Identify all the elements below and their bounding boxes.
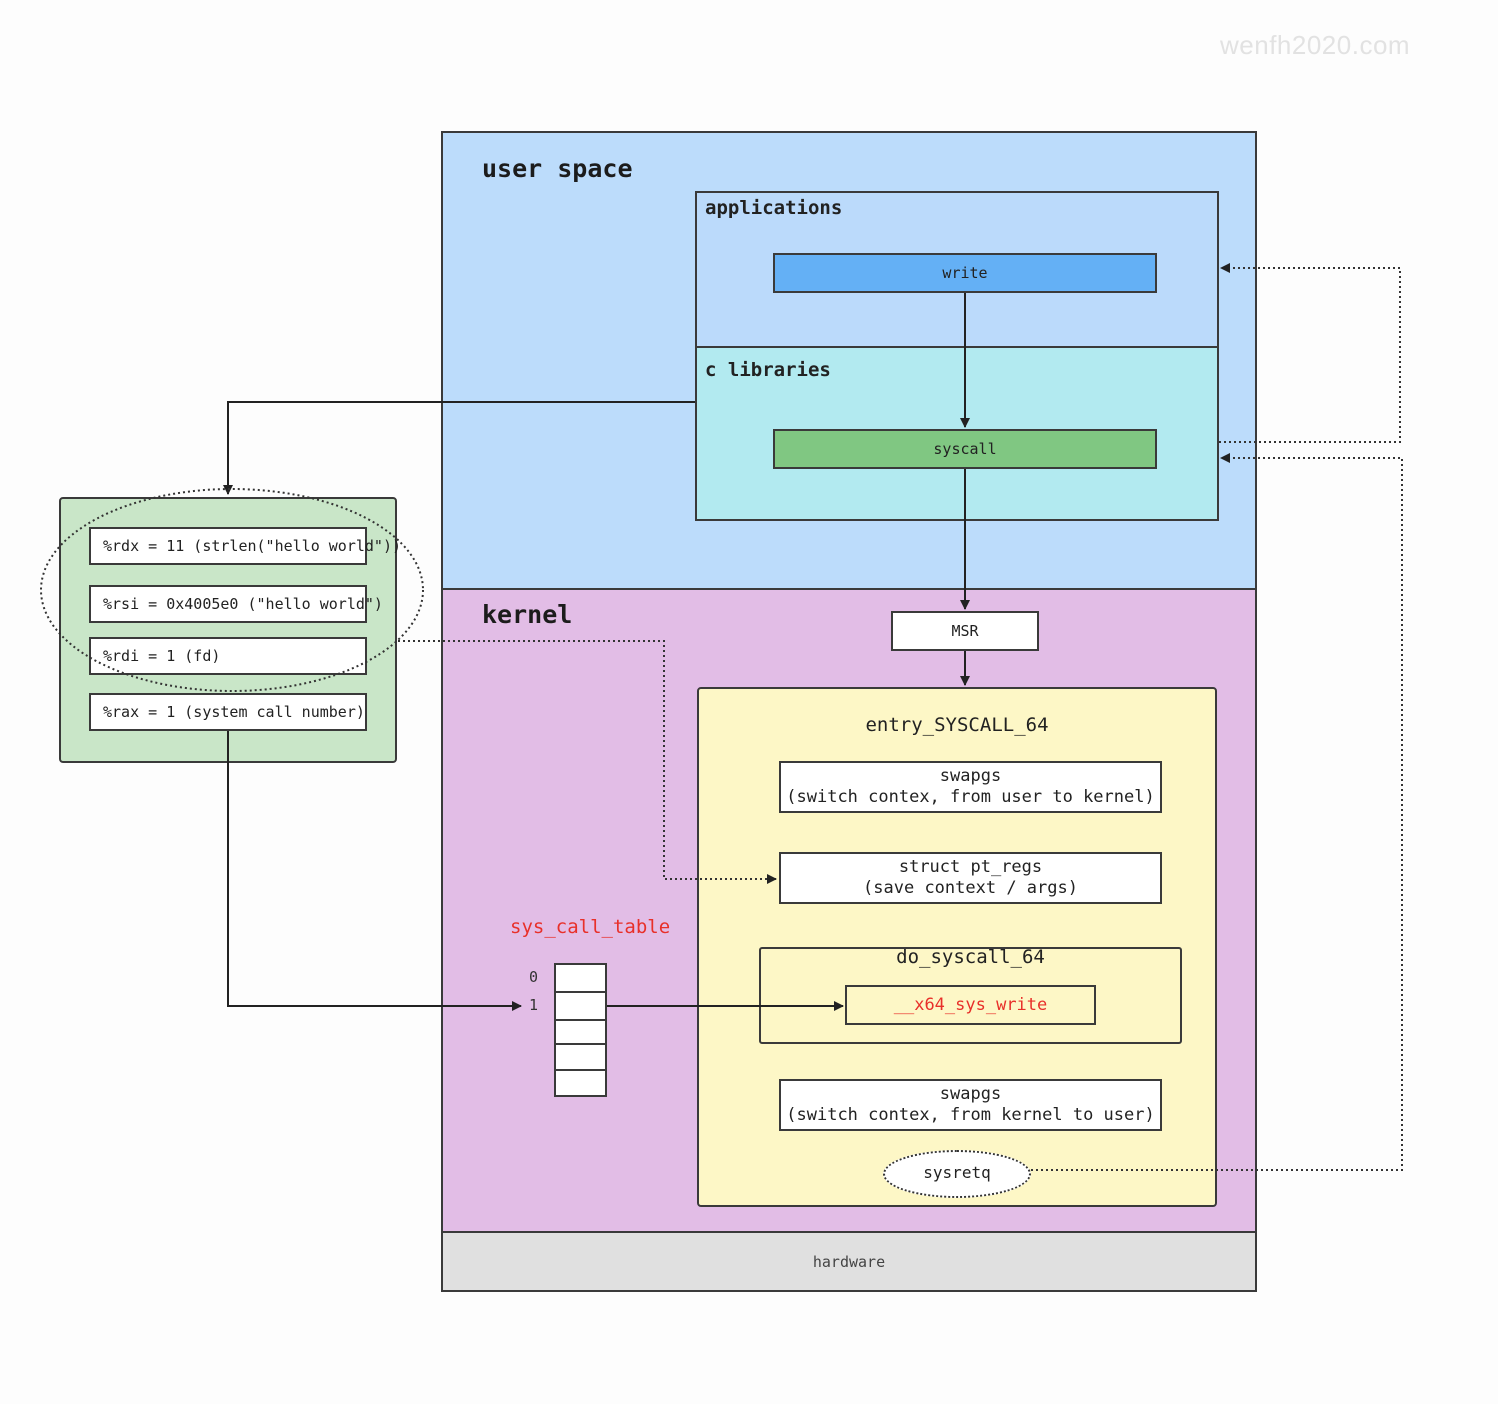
table-cell	[554, 991, 607, 1021]
register-rdx: %rdx = 11 (strlen("hello world"))	[89, 527, 401, 565]
sys-call-table-label: sys_call_table	[510, 916, 671, 938]
register-rsi: %rsi = 0x4005e0 ("hello world")	[89, 585, 383, 623]
rax-to-table-arrow	[227, 731, 522, 1011]
applications-title: applications	[705, 197, 843, 219]
user-space-title: user space	[482, 154, 633, 183]
syscall-node: syscall	[773, 429, 1157, 469]
pt-regs-line2: (save context / args)	[863, 878, 1078, 898]
write-node: write	[773, 253, 1157, 293]
watermark: wenfh2020.com	[1220, 30, 1411, 60]
args-ellipse	[40, 488, 424, 692]
swapgs-in-line1: swapgs	[939, 766, 1002, 786]
msr-node: MSR	[891, 611, 1039, 651]
swapgs-in-node: swapgs (switch contex, from user to kern…	[779, 761, 1162, 813]
table-index-1: 1	[529, 996, 539, 1014]
table-cell	[554, 1069, 607, 1097]
register-rax: %rax = 1 (system call number)	[89, 693, 367, 731]
clib-to-registers-arrow	[223, 401, 695, 495]
table-cell	[554, 1019, 607, 1045]
hardware-region	[441, 1231, 1257, 1292]
pt-regs-node: struct pt_regs (save context / args)	[779, 852, 1162, 904]
entry-syscall-64-title: entry_SYSCALL_64	[865, 714, 1049, 736]
register-rdi: %rdi = 1 (fd)	[89, 637, 367, 675]
swapgs-out-line1: swapgs	[939, 1084, 1002, 1104]
sysretq-return-arrow	[1031, 453, 1403, 1171]
kernel-title: kernel	[482, 600, 573, 629]
swapgs-in-line2: (switch contex, from user to kernel)	[786, 787, 1155, 807]
table-index-0: 0	[529, 968, 539, 986]
hardware-label: hardware	[812, 1253, 886, 1271]
x64-sys-write-node: __x64_sys_write	[845, 985, 1096, 1025]
table-cell	[554, 963, 607, 993]
swapgs-out-node: swapgs (switch contex, from kernel to us…	[779, 1079, 1162, 1131]
c-libraries-title: c libraries	[705, 359, 831, 381]
sysretq-node: sysretq	[883, 1150, 1031, 1198]
pt-regs-line1: struct pt_regs	[898, 857, 1043, 877]
args-to-ptregs-arrow	[398, 640, 777, 884]
swapgs-out-line2: (switch contex, from kernel to user)	[786, 1105, 1155, 1125]
return-to-apps-arrow	[1219, 263, 1401, 443]
do-syscall-64-title: do_syscall_64	[896, 946, 1045, 968]
